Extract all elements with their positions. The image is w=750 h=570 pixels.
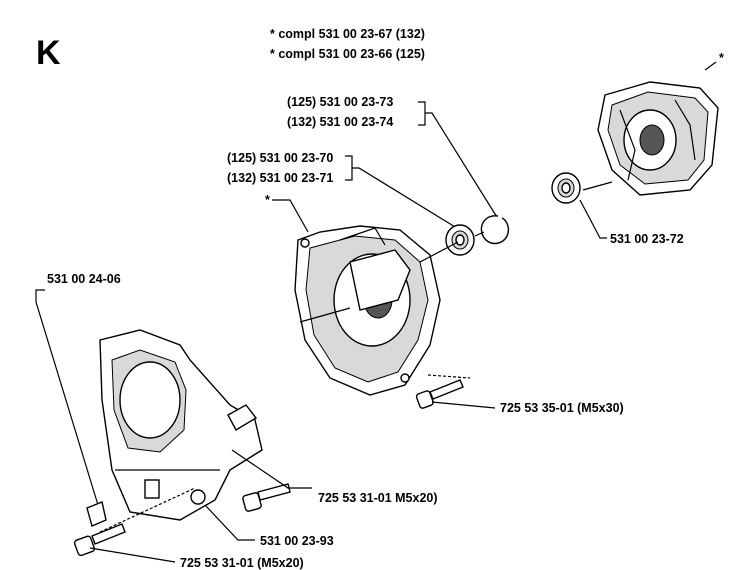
circlip-label-125: (125) 531 00 23-73 [287, 95, 393, 109]
screw-m5x20-b [73, 523, 126, 557]
right-bearing-label: 531 00 23-72 [610, 232, 684, 246]
cover-label: 531 00 24-06 [47, 272, 121, 286]
circlip [480, 215, 510, 245]
header-line-1: * compl 531 00 23-67 (132) [270, 27, 425, 41]
plug-label: 531 00 23-93 [260, 534, 334, 548]
left-cover [99, 329, 263, 521]
leader-right-half [704, 61, 717, 71]
axis-screw-b [99, 487, 196, 533]
leader-screw-m5x30 [431, 401, 496, 409]
bearing-label-125: (125) 531 00 23-70 [227, 151, 333, 165]
crankcase-star: * [265, 193, 270, 207]
leader-screw-m5x20-a [231, 449, 312, 489]
crankcase-main [294, 225, 459, 396]
screw-m5x30 [415, 374, 471, 409]
leader-plug [204, 504, 255, 541]
section-letter: K [36, 34, 61, 72]
screw-m5x20-a [242, 483, 291, 512]
screw-m5x20-b-label: 725 53 31-01 (M5x20) [180, 556, 304, 570]
leader-circlip [425, 112, 501, 223]
right-bearing [551, 172, 581, 204]
shaft-axis-left [474, 231, 485, 237]
crankcase-right-half [597, 81, 719, 196]
bearing-bracket [345, 155, 353, 181]
bearing-label-132: (132) 531 00 23-71 [227, 171, 333, 185]
circlip-label-132: (132) 531 00 23-74 [287, 115, 393, 129]
right-half-star: * [719, 51, 724, 65]
leader-screw-m5x20-b [89, 547, 176, 563]
left-bearing [445, 224, 475, 256]
leader-crankcase [272, 199, 309, 233]
screw-m5x30-label: 725 53 35-01 (M5x30) [500, 401, 624, 415]
leader-bearing [352, 167, 461, 231]
shaft-axis-right [582, 181, 613, 191]
leader-cover [35, 289, 99, 506]
plug [86, 501, 107, 527]
screw-m5x20-a-label: 725 53 31-01 M5x20) [318, 491, 438, 505]
circlip-bracket [418, 101, 426, 126]
leader-right-bearing [579, 199, 607, 239]
header-line-2: * compl 531 00 23-66 (125) [270, 47, 425, 61]
